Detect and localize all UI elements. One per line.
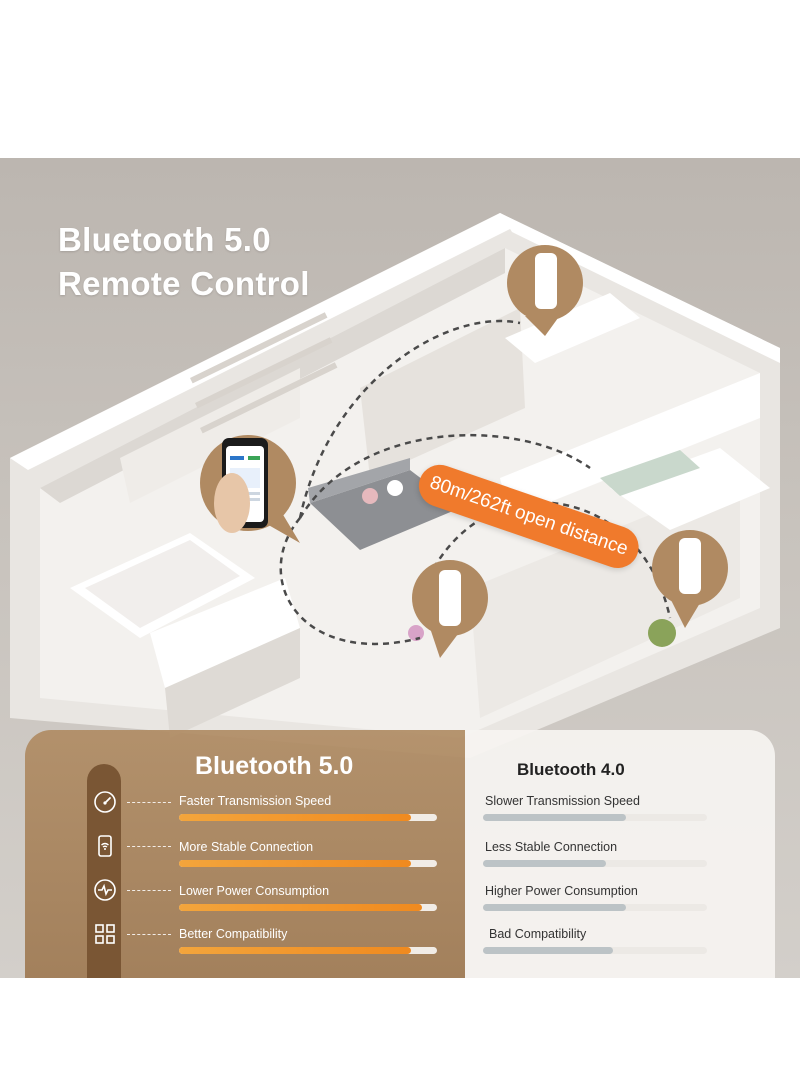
- bt5-feature-label: More Stable Connection: [179, 840, 314, 854]
- speedometer-icon: [94, 791, 116, 813]
- product-image: Bluetooth 5.0 Remote Control 80m/262ft o…: [0, 158, 800, 978]
- bt4-feature-label: Slower Transmission Speed: [485, 794, 640, 808]
- bt5-feature-label: Faster Transmission Speed: [179, 794, 332, 808]
- row-connector: [127, 890, 171, 891]
- bt4-feature-bar: [483, 814, 707, 821]
- bt4-feature-bar: [483, 860, 707, 867]
- row-connector: [127, 934, 171, 935]
- bt4-feature-bar: [483, 947, 707, 954]
- bluetooth4-section: [465, 730, 775, 978]
- headline-line2: Remote Control: [58, 265, 310, 302]
- bt5-feature-bar: [179, 947, 437, 954]
- house-floorplan-illustration: [10, 213, 780, 758]
- bt4-feature-label: Less Stable Connection: [485, 840, 618, 854]
- bt4-feature-bar: [483, 904, 707, 911]
- comparison-panel: Bluetooth 5.0 Bluetooth 4.0 Faster Trans…: [25, 730, 775, 978]
- bt4-feature-label: Higher Power Consumption: [485, 884, 638, 898]
- bt5-feature-label: Better Compatibility: [179, 927, 288, 941]
- bt4-feature-label: Bad Compatibility: [489, 927, 587, 941]
- phone-wifi-icon: [98, 835, 112, 857]
- bt5-feature-bar: [179, 814, 437, 821]
- bluetooth4-title: Bluetooth 4.0: [517, 760, 625, 779]
- headline-line1: Bluetooth 5.0: [58, 221, 271, 258]
- row-connector: [127, 802, 171, 803]
- bt5-feature-bar: [179, 860, 437, 867]
- bt5-feature-label: Lower Power Consumption: [179, 884, 330, 898]
- bluetooth5-title: Bluetooth 5.0: [195, 752, 354, 780]
- headline: Bluetooth 5.0 Remote Control: [58, 218, 310, 306]
- grid-icon: [95, 924, 115, 944]
- row-connector: [127, 846, 171, 847]
- bt5-feature-bar: [179, 904, 437, 911]
- pulse-icon: [94, 879, 116, 901]
